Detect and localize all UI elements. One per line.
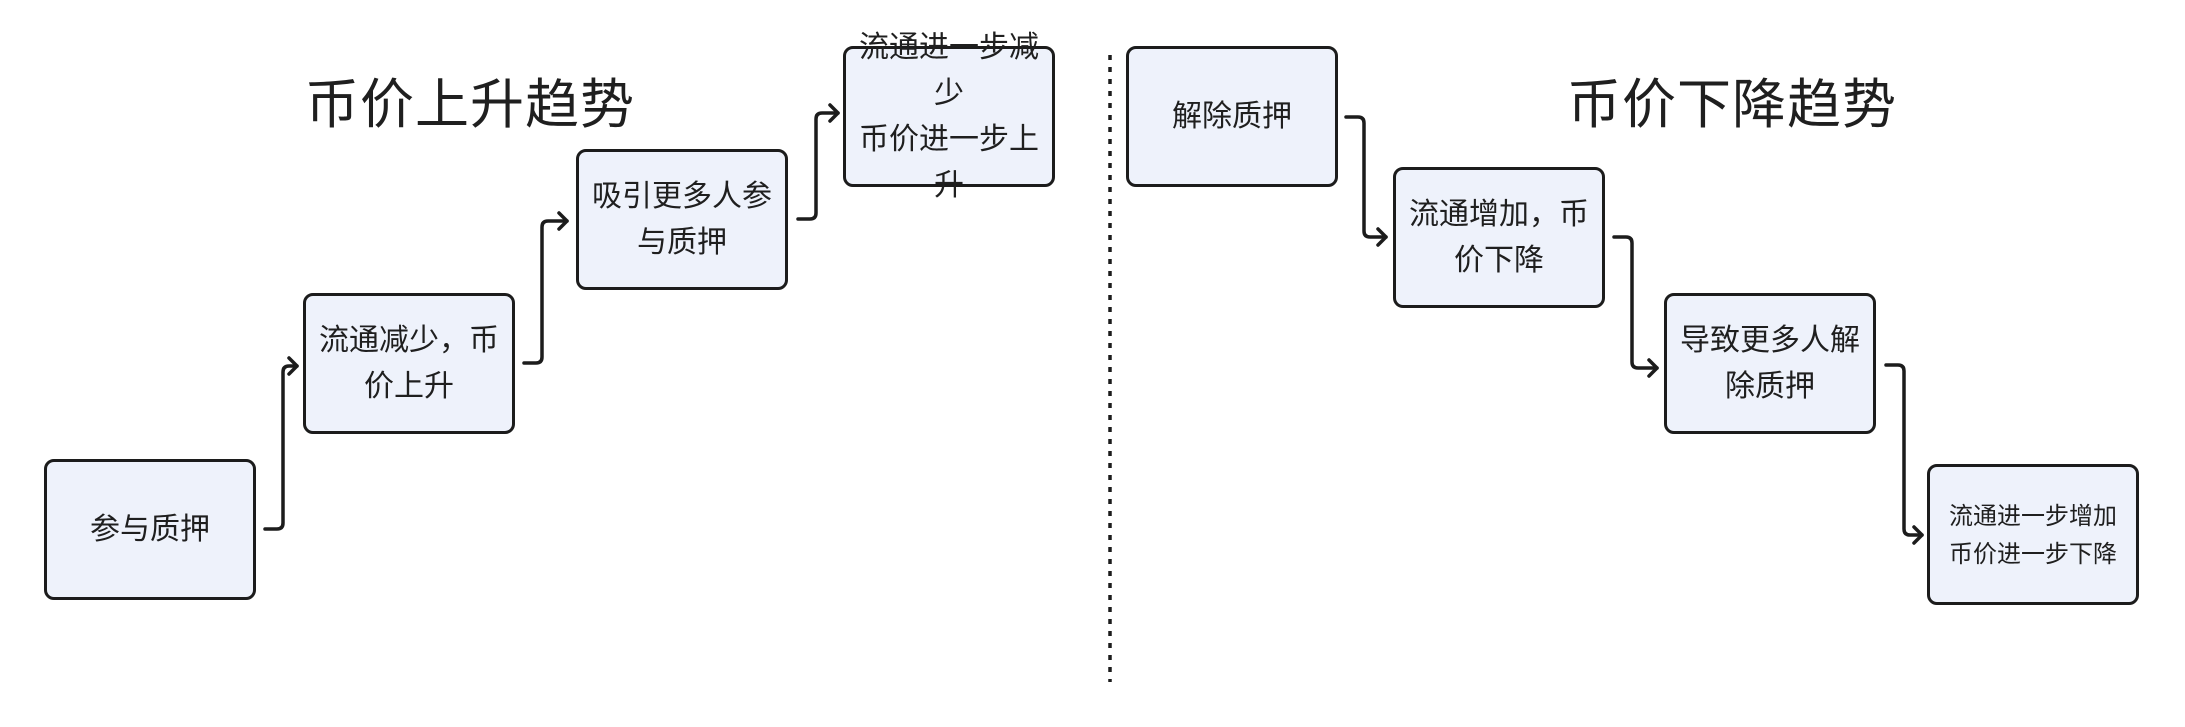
left-heading: 币价上升趋势 <box>305 73 635 136</box>
step-box-unstake: 解除质押 <box>1126 46 1338 187</box>
step-text: 参与质押 <box>90 511 210 547</box>
arrow-right-3 <box>1884 363 1924 537</box>
step-text: 导致更多人解 除质押 <box>1680 322 1860 404</box>
step-text: 流通增加，币 价下降 <box>1409 196 1589 278</box>
arrow-left-1 <box>263 364 299 531</box>
arrowhead-right-1 <box>1376 227 1388 247</box>
step-text: 吸引更多人参 与质押 <box>592 178 772 260</box>
arrow-left-3 <box>796 111 840 221</box>
arrow-right-1 <box>1344 115 1388 239</box>
step-box-supply-down: 流通减少，币 价上升 <box>303 293 515 434</box>
arrow-right-2 <box>1612 235 1659 370</box>
arrowhead-right-2 <box>1647 358 1659 378</box>
step-text: 流通进一步减少 币价进一步上升 <box>859 29 1039 203</box>
step-text: 解除质押 <box>1172 98 1292 134</box>
step-box-further-rise: 流通进一步减少 币价进一步上升 <box>843 30 1055 203</box>
step-box-more-unstake: 导致更多人解 除质押 <box>1664 293 1876 434</box>
arrow-left-2 <box>522 219 569 365</box>
step-box-supply-up: 流通增加，币 价下降 <box>1393 167 1605 308</box>
arrowhead-left-1 <box>287 356 299 376</box>
arrowhead-left-2 <box>557 211 569 231</box>
step-text: 流通进一步增加 币价进一步下降 <box>1949 501 2117 568</box>
step-box-attract-stakers: 吸引更多人参 与质押 <box>576 149 788 290</box>
step-box-join-staking: 参与质押 <box>44 459 256 600</box>
step-text: 流通减少，币 价上升 <box>319 322 499 404</box>
step-box-further-fall: 流通进一步增加 币价进一步下降 <box>1927 464 2139 605</box>
arrowhead-right-3 <box>1912 525 1924 545</box>
right-heading: 币价下降趋势 <box>1567 73 1897 136</box>
arrowhead-left-3 <box>828 103 840 123</box>
